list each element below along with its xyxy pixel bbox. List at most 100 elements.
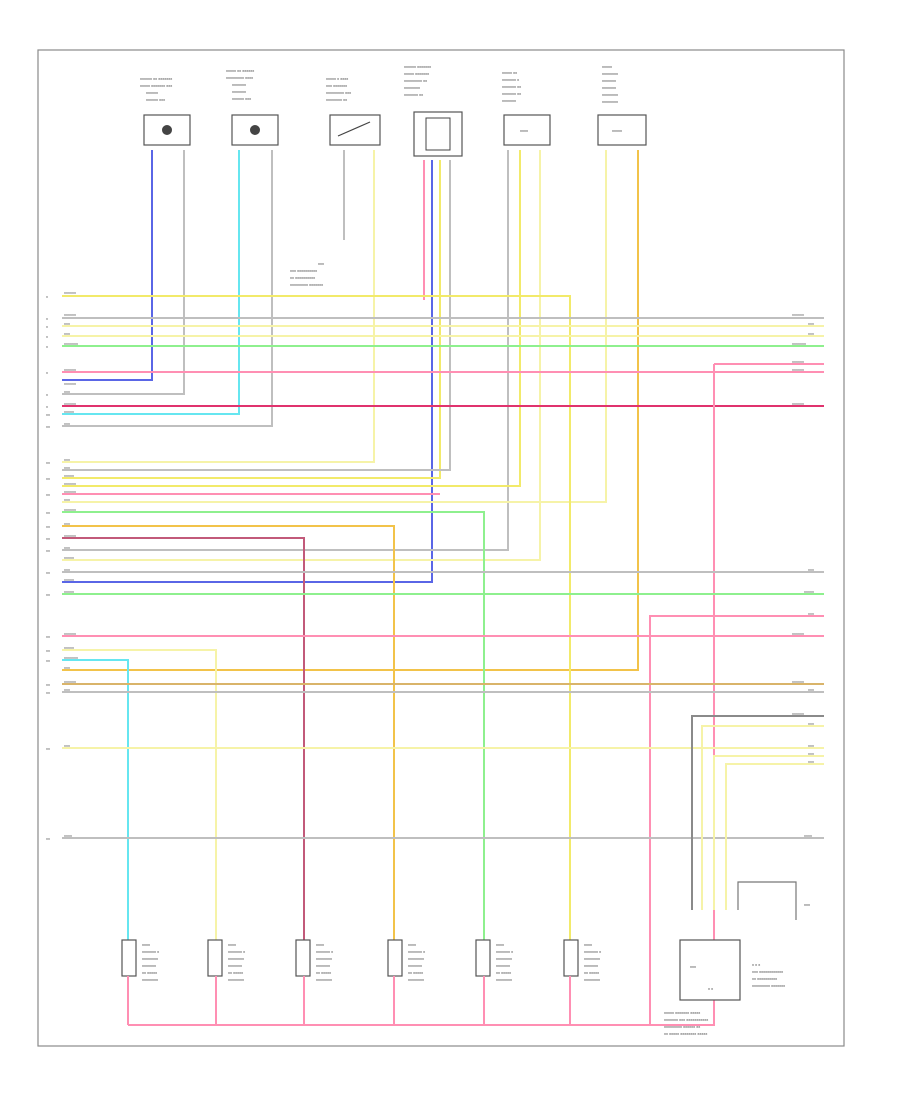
svg-text:xxxxx xxxxxxx: xxxxx xxxxxxx [404,71,429,76]
svg-text:xxx: xxx [64,465,70,470]
svg-text:xx: xx [46,690,50,695]
svg-text:xxxxxxxx: xxxxxxxx [602,92,618,97]
svg-text:xxxxxx: xxxxxx [792,359,804,364]
svg-text:xxxx: xxxx [408,942,416,947]
svg-text:xx xxxxx: xx xxxxx [316,970,331,975]
svg-text:xxx: xxx [64,687,70,692]
svg-text:xxxxxxx x: xxxxxxx x [496,949,513,954]
svg-text:xxx: xxx [808,611,814,616]
svg-text:xxxxxxx: xxxxxxx [64,655,78,660]
svg-text:xxx: xxx [64,497,70,502]
svg-text:xxxxx: xxxxx [64,645,74,650]
svg-text:xxxxxxx x: xxxxxxx x [142,949,159,954]
svg-text:xxx: xxx [808,687,814,692]
svg-text:xxxxxxx xxx xxxxxxxxxxx: xxxxxxx xxx xxxxxxxxxxx [664,1017,708,1022]
svg-text:x: x [46,344,48,349]
svg-text:xx xxxxxxxxxx: xx xxxxxxxxxx [290,275,315,280]
svg-text:xxxxxxxxx xx: xxxxxxxxx xx [404,78,427,83]
svg-text:xx: xx [46,658,50,663]
svg-text:x: x [46,392,48,397]
svg-text:xxxxxxxx: xxxxxxxx [228,977,244,982]
svg-text:xx: xx [46,460,50,465]
top-component-3: xxxxx x xxxx xxx xxxxxxx xxxxxxxxx xxx x… [326,76,381,146]
svg-text:xxxxxxx: xxxxxxx [232,89,246,94]
svg-text:xxxxxxxxx xxxxxxx: xxxxxxxxx xxxxxxx [752,983,785,988]
svg-text:xx: xx [46,682,50,687]
top-component-4: xxxxxx xxxxxxx xxxxx xxxxxxx xxxxxxxxx x… [404,64,463,157]
svg-text:xxx xxxxxxxxxx: xxx xxxxxxxxxx [290,268,317,273]
bottom-component-4: xxxx xxxxxxx x xxxxxxxx xxxxxxx xx xxxxx… [387,860,425,1025]
svg-text:xxxxxxxx: xxxxxxxx [602,99,618,104]
svg-text:xxxxxx: xxxxxx [64,290,76,295]
top-component-5: xxxx xxxxx xx xxxxxxx x xxxxxxx xx xxxxx… [502,70,551,146]
svg-text:xxxx: xxxx [804,833,812,838]
svg-text:xxxxxxxx: xxxxxxxx [496,977,512,982]
svg-text:xxxx: xxxx [520,128,528,133]
svg-text:xxxxxx: xxxxxx [64,533,76,538]
svg-text:xxxxxx: xxxxxx [64,401,76,406]
top-drop-wires [62,150,639,671]
svg-text:xxxxx: xxxxx [612,128,622,133]
svg-text:xxxxxxxxx xxx: xxxxxxxxx xxx [326,90,351,95]
svg-text:xx: xx [46,476,50,481]
svg-text:xxx: xxx [64,457,70,462]
svg-text:xxxxx: xxxxx [64,473,74,478]
bottom-components: xxxx xxxxxxx x xxxxxxxx xxxxxxx xx xxxxx… [121,860,810,1036]
svg-text:xxxxxxx: xxxxxxx [228,963,242,968]
svg-text:xx xxxxx: xx xxxxx [142,970,157,975]
svg-text:xxxxxx: xxxxxx [64,312,76,317]
svg-text:xxxxxx: xxxxxx [64,679,76,684]
svg-text:x: x [46,404,48,409]
svg-text:xxx: xxx [64,421,70,426]
svg-text:xxxxxxx: xxxxxxx [496,963,510,968]
svg-text:xxx: xxx [64,389,70,394]
svg-text:xxxxxxx: xxxxxxx [502,98,516,103]
svg-text:xxx: xxx [64,743,70,748]
svg-text:xxx: xxx [808,721,814,726]
bottom-component-6: xxxx xxxxxxx x xxxxxxxx xxxxxxx xx xxxxx… [563,860,601,1025]
svg-text:xxxxxx: xxxxxx [64,507,76,512]
svg-text:xxxx: xxxx [228,942,236,947]
svg-text:xxxx: xxxx [64,833,72,838]
right-wire-labels: xxxxxx xxx xxx xxxxxxx xxxxxx xxxxxx xxx… [792,312,814,838]
svg-text:xxxxxxxx: xxxxxxxx [584,956,600,961]
svg-text:x: x [46,294,48,299]
svg-text:xx: xx [46,592,50,597]
svg-text:xxxxxx: xxxxxx [146,90,158,95]
svg-text:xxxxx xx: xxxxx xx [502,70,517,75]
svg-text:xxx: xxx [64,545,70,550]
svg-text:xxx: xxx [64,521,70,526]
svg-text:xxxxxxx x: xxxxxxx x [408,949,425,954]
svg-text:xx xxxxxxxxxx: xx xxxxxxxxxx [752,976,777,981]
left-pin-numbers: x x x x x x x x xx xx xx xx xx xx xx xx … [46,294,50,841]
svg-text:xxxxxx: xxxxxx [792,367,804,372]
svg-text:xxxxxx xxx: xxxxxx xxx [146,97,165,102]
svg-text:xx: xx [46,746,50,751]
svg-text:xxxxxxx: xxxxxxx [602,85,616,90]
top-component-6: xxxxx xxxxx xxxxxxxx xxxxxxx xxxxxxx xxx… [597,64,647,146]
svg-text:xxxxxxxxx xxxx: xxxxxxxxx xxxx [226,75,253,80]
svg-text:x: x [46,324,48,329]
svg-text:xxxxxxxx: xxxxxxxx [496,956,512,961]
svg-text:xxxxxxxx: xxxxxxxx [142,977,158,982]
svg-text:xxxx: xxxx [316,942,324,947]
svg-text:xxxxxx: xxxxxx [64,481,76,486]
svg-text:xxx: xxx [64,567,70,572]
svg-text:xxxxx: xxxxx [64,577,74,582]
svg-text:xxx xxxxxxxxxxxx: xxx xxxxxxxxxxxx [752,969,783,974]
svg-text:xxxxxx: xxxxxx [64,367,76,372]
diagram-frame [37,49,845,1047]
svg-text:xxx: xxx [808,743,814,748]
svg-text:xxxxxxxx: xxxxxxxx [408,977,424,982]
bottom-component-3: xxxx xxxxxxx x xxxxxxxx xxxxxxx xx xxxxx… [295,860,333,1025]
svg-text:xxxxxx xx xxxxxxx: xxxxxx xx xxxxxxx [140,76,172,81]
svg-text:xxxxxx: xxxxxx [792,631,804,636]
svg-text:xx: xx [46,424,50,429]
svg-text:xxxxxxx: xxxxxxx [602,78,616,83]
svg-text:xxxxxx xxxxxxx: xxxxxx xxxxxxx [404,64,431,69]
svg-text:xxxxxxxxx xxxxxxx: xxxxxxxxx xxxxxxx [290,282,323,287]
svg-text:xxxxx: xxxxx [804,589,814,594]
svg-text:xx: xx [46,524,50,529]
svg-text:xxxxxxx: xxxxxxx [792,341,806,346]
